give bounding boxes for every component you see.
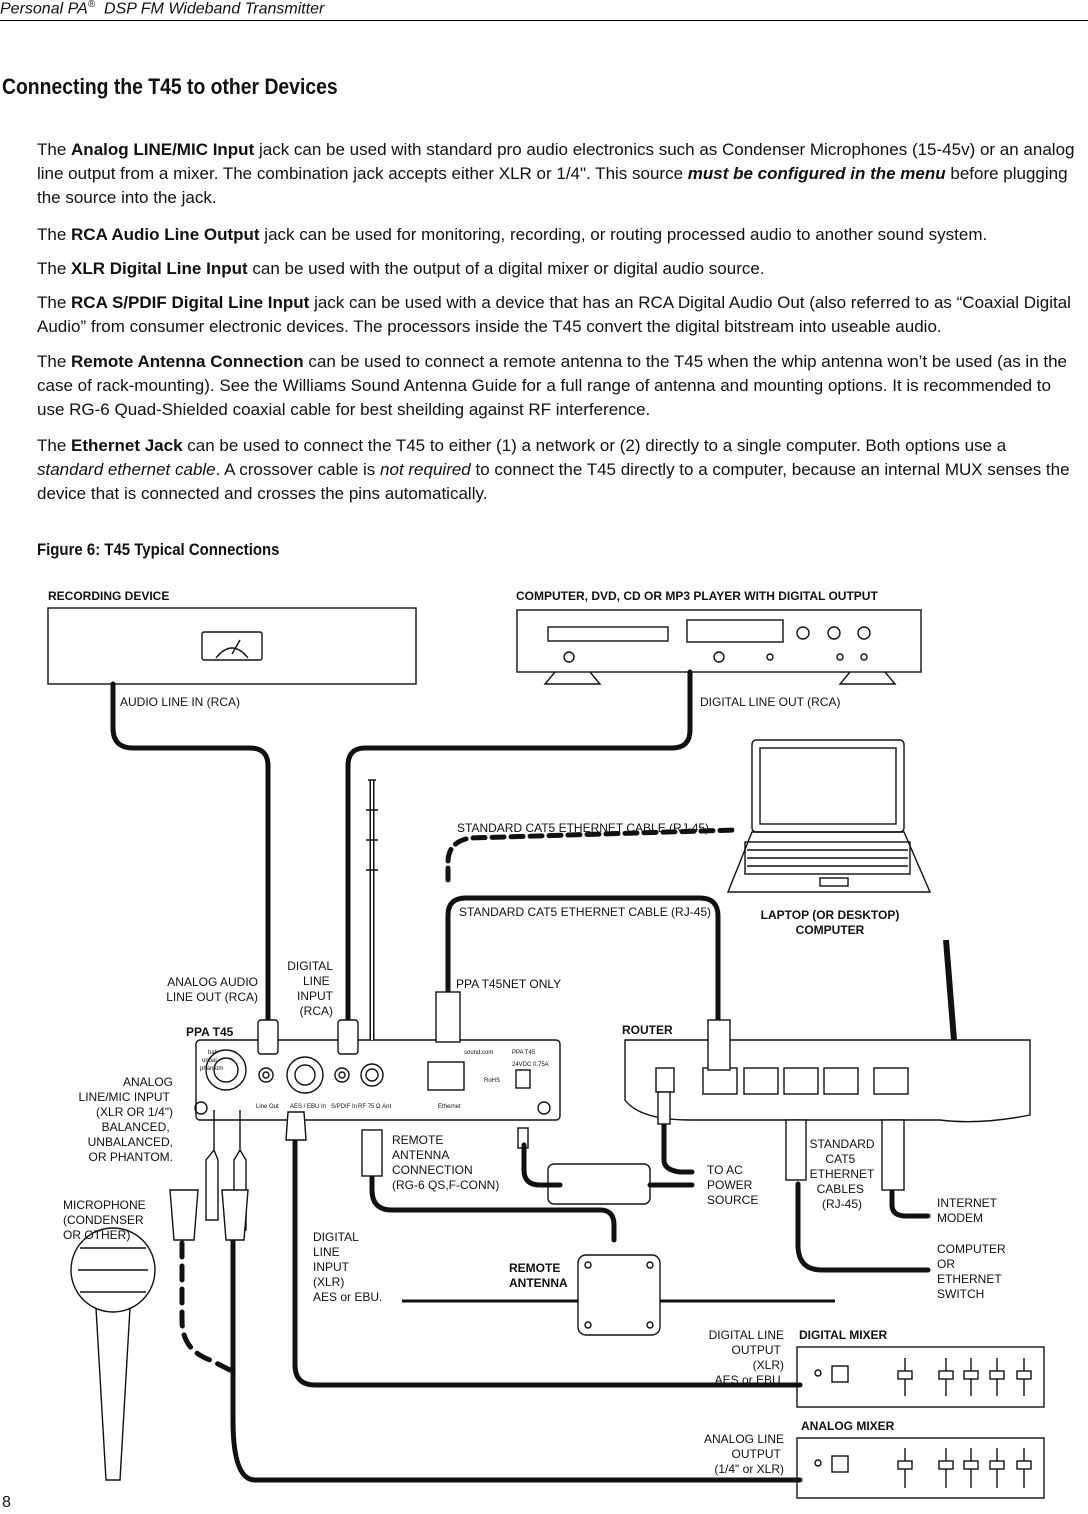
- cable-cat5-router: [445, 895, 721, 1023]
- paragraph-ethernet: The Ethernet Jack can be used to connect…: [37, 436, 1070, 503]
- panel-label-model: PPA T45: [512, 1050, 536, 1056]
- label-player: COMPUTER, DVD, CD OR MP3 PLAYER WITH DIG…: [516, 589, 878, 603]
- power-supply: [547, 1163, 651, 1205]
- label-cat5-mid: STANDARD CAT5 ETHERNET CABLE (RJ-45): [459, 905, 711, 919]
- panel-label-brand: sound.com: [464, 1050, 493, 1056]
- paragraph-analog-input: The Analog LINE/MIC Input jack can be us…: [37, 140, 1075, 207]
- panel-label-phantom: phantom: [200, 1066, 223, 1072]
- label-ppa-t45: PPA T45: [186, 1025, 234, 1039]
- label-recording-device: RECORDING DEVICE: [48, 589, 169, 603]
- connection-diagram: bal unbal phantom Line Out AES / EBU In …: [47, 589, 1045, 1499]
- page-number: 8: [2, 1494, 11, 1511]
- panel-label-power: 24VDC 0.75A: [512, 1062, 549, 1068]
- label-t45net-only: PPA T45NET ONLY: [456, 977, 561, 991]
- cable-analog-line: [230, 1207, 803, 1483]
- panel-label-aes: AES / EBU In: [290, 1104, 326, 1110]
- router-drawing: [624, 939, 1031, 1191]
- panel-label-bal: bal: [208, 1050, 216, 1056]
- label-microphone: MICROPHONE(CONDENSER OR OTHER): [63, 1198, 147, 1242]
- section-title: Connecting the T45 to other Devices: [2, 74, 338, 99]
- cable-microphone: [179, 1217, 233, 1373]
- player-box: [516, 609, 922, 673]
- label-digital-line-out: DIGITAL LINE OUT (RCA): [700, 695, 840, 709]
- panel-label-spdif: S/PDIF In: [331, 1104, 357, 1110]
- panel-label-unbal: unbal: [202, 1058, 217, 1064]
- header-title: Personal PA® DSP FM Wideband Transmitter: [0, 0, 325, 18]
- panel-label-line-out: Line Out: [256, 1104, 279, 1110]
- cable-audio-line-in: [110, 681, 271, 1023]
- recording-device-box: [47, 607, 417, 685]
- digital-mixer-drawing: [796, 1346, 1045, 1408]
- panel-label-ethernet: Ethernet: [438, 1104, 461, 1110]
- recording-device-meter: [201, 631, 263, 661]
- panel-label-rohs: RoHS: [484, 1078, 500, 1084]
- cable-digital-line-out: [345, 669, 693, 1023]
- analog-mixer-drawing: [796, 1437, 1045, 1499]
- ppa-t45-panel: [195, 1039, 561, 1121]
- page-header: Personal PA® DSP FM Wideband Transmitter: [0, 0, 1088, 21]
- cable-internet-modem: [889, 1189, 931, 1219]
- label-cat5-top: STANDARD CAT5 ETHERNET CABLE (RJ-45): [457, 821, 709, 835]
- cable-cat5-laptop: [445, 827, 738, 883]
- cable-computer-switch: [795, 1181, 931, 1273]
- paragraph-xlr-digital: The XLR Digital Line Input can be used w…: [37, 259, 765, 278]
- remote-antenna-drawing: [402, 1254, 835, 1336]
- laptop-drawing: [726, 739, 932, 893]
- paragraph-remote-antenna: The Remote Antenna Connection can be use…: [37, 352, 1068, 419]
- paragraph-spdif: The RCA S/PDIF Digital Line Input jack c…: [37, 293, 1071, 336]
- label-analog-mixer: ANALOG MIXER: [801, 1419, 895, 1433]
- label-digital-mixer: DIGITAL MIXER: [799, 1328, 888, 1342]
- microphone-drawing: [70, 1227, 156, 1481]
- paragraph-rca-output: The RCA Audio Line Output jack can be us…: [37, 225, 988, 244]
- cable-digital-xlr: [292, 1127, 803, 1388]
- label-router: ROUTER: [622, 1023, 673, 1037]
- figure-title: Figure 6: T45 Typical Connections: [37, 540, 280, 559]
- label-laptop: LAPTOP (OR DESKTOP)COMPUTER: [761, 908, 900, 937]
- cable-remote-antenna: [369, 1172, 617, 1243]
- panel-label-rf: RF 75 Ω Ant: [358, 1104, 391, 1110]
- label-audio-line-in: AUDIO LINE IN (RCA): [120, 695, 240, 709]
